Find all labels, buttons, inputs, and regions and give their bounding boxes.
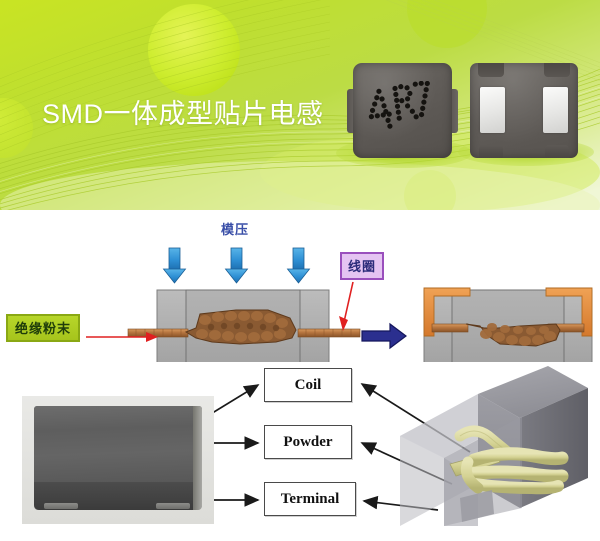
3d-cutaway-model	[400, 366, 588, 526]
cutaway-section: Coil Powder Terminal	[0, 362, 600, 541]
inductor-pad-right	[543, 87, 568, 133]
inductor-side-tab-left	[347, 89, 356, 133]
hero-banner: SMD一体成型贴片电感	[0, 0, 600, 210]
powder-callout-label: 绝缘粉末	[6, 314, 81, 342]
powder-pointer-arrow	[86, 332, 158, 342]
photo-terminal-left	[44, 503, 78, 509]
terminal-left	[423, 287, 471, 337]
inductor-photo-top	[347, 63, 458, 158]
inductor-foot-right	[545, 145, 569, 158]
model-terminal	[460, 490, 494, 522]
photo-top-face	[34, 406, 202, 484]
mold-stage-right	[423, 287, 593, 379]
press-arrows-icon	[162, 247, 311, 284]
coil-pointer-arrow	[339, 281, 354, 331]
inductor-photo-bottom	[470, 63, 578, 158]
photo-component	[34, 406, 202, 510]
part-marking-4R7-icon	[368, 81, 430, 129]
photo-edge-right	[193, 406, 202, 510]
mould-pressure-label: 模压	[221, 222, 250, 237]
inductor-body	[353, 63, 452, 158]
inductor-pad-left	[480, 87, 505, 133]
inductor-notch-left	[478, 63, 504, 77]
model-top-face	[478, 366, 588, 418]
process-transition-arrow-icon	[361, 322, 407, 350]
inductor-foot-left	[479, 145, 503, 158]
callout-powder: Powder	[264, 425, 352, 459]
inductor-notch-right	[544, 63, 570, 77]
banner-title: SMD一体成型贴片电感	[42, 99, 324, 129]
molding-process-graphics	[86, 247, 593, 379]
inductor-side-tab-right	[449, 89, 458, 133]
mold-stage-left	[127, 289, 361, 379]
molding-process-diagram: 模压 线圈 绝缘粉末	[0, 210, 600, 379]
callout-coil: Coil	[264, 368, 352, 402]
photo-terminal-right	[156, 503, 190, 509]
model-coil-windings	[449, 425, 569, 495]
terminal-right	[545, 287, 593, 337]
coil-callout-label: 线圈	[340, 252, 385, 280]
molded-inductor-photo	[22, 396, 214, 524]
callout-terminal: Terminal	[264, 482, 356, 516]
